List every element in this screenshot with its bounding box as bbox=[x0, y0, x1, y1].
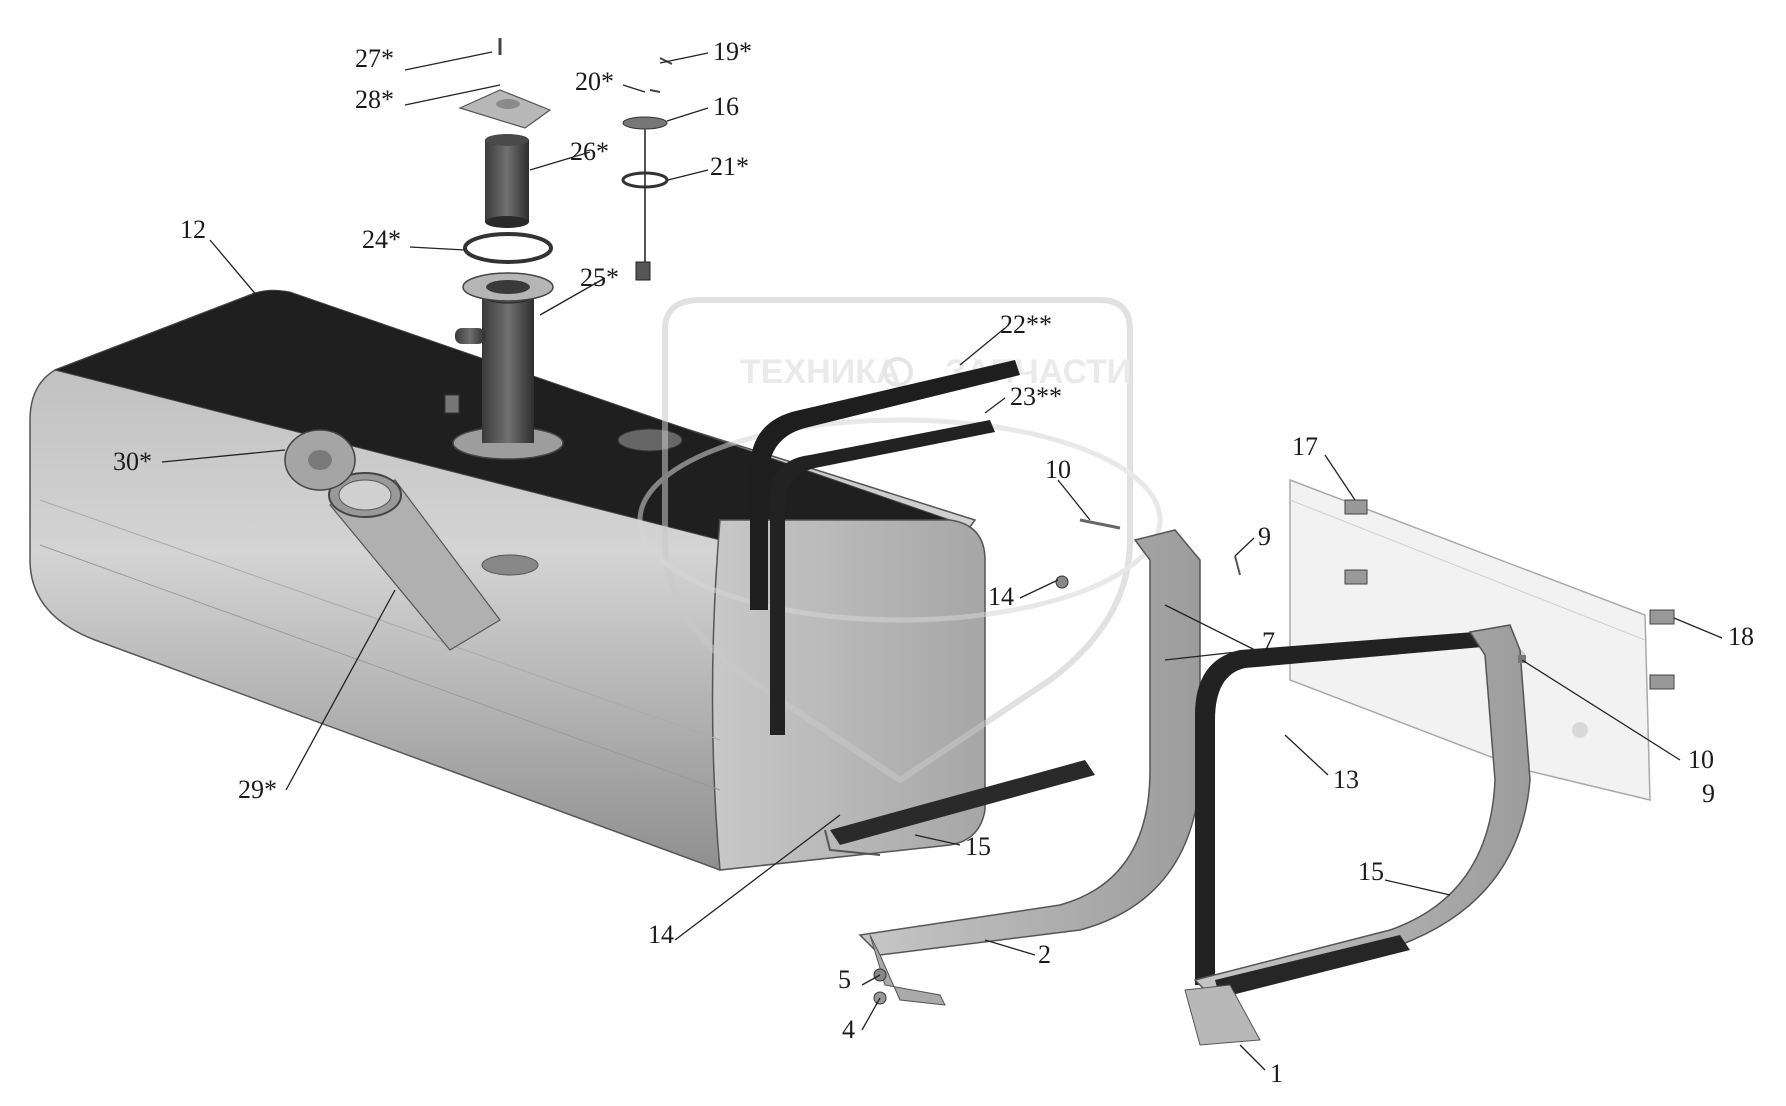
callout-21: 21* bbox=[710, 152, 749, 181]
callout-15-rear: 15 bbox=[1358, 857, 1384, 886]
callout-27: 27* bbox=[355, 44, 394, 73]
callout-10-upper: 10 bbox=[1045, 455, 1071, 484]
callout-4: 4 bbox=[842, 1015, 855, 1044]
callout-1: 1 bbox=[1270, 1059, 1283, 1088]
callout-13: 13 bbox=[1333, 765, 1359, 794]
callout-24: 24* bbox=[362, 225, 401, 254]
filler-tube-29 bbox=[328, 472, 501, 651]
filler-cap-30 bbox=[284, 429, 356, 491]
cover-28 bbox=[458, 89, 552, 129]
callout-28: 28* bbox=[355, 85, 394, 114]
level-sensor-16 bbox=[621, 57, 673, 281]
callout-17: 17 bbox=[1292, 432, 1318, 461]
filler-neck-25 bbox=[452, 272, 564, 460]
callout-14-upper: 14 bbox=[988, 582, 1014, 611]
callout-5: 5 bbox=[838, 965, 851, 994]
callout-23: 23** bbox=[1010, 382, 1062, 411]
callout-10-lower: 10 bbox=[1688, 745, 1714, 774]
callout-16: 16 bbox=[713, 92, 739, 121]
callout-25: 25* bbox=[580, 263, 619, 292]
callout-20: 20* bbox=[575, 67, 614, 96]
callout-18: 18 bbox=[1728, 622, 1754, 651]
callout-15-front: 15 bbox=[965, 832, 991, 861]
callout-12: 12 bbox=[180, 215, 206, 244]
watermark: ТЕХНИКА ЗАПЧАСТИ bbox=[637, 297, 1163, 784]
callout-9-lower: 9 bbox=[1702, 779, 1715, 808]
callout-labels: 27* 28* 19* 20* 16 26* 21* 12 24* 25* 22… bbox=[113, 37, 1754, 1088]
callout-7: 7 bbox=[1262, 627, 1275, 656]
callout-26: 26* bbox=[570, 137, 609, 166]
callout-22: 22** bbox=[1000, 310, 1052, 339]
callout-19: 19* bbox=[713, 37, 752, 66]
callout-2: 2 bbox=[1038, 940, 1051, 969]
small-parts bbox=[1055, 518, 1526, 663]
strap-15-front bbox=[824, 760, 1095, 856]
bracket-1 bbox=[1184, 624, 1531, 1046]
strap-22-23 bbox=[750, 360, 1020, 735]
callout-30: 30* bbox=[113, 447, 152, 476]
gasket-24 bbox=[463, 232, 553, 264]
callout-29: 29* bbox=[238, 775, 277, 804]
bolts-17-18 bbox=[1344, 499, 1675, 690]
leader-lines bbox=[161, 51, 1723, 1071]
filter-26 bbox=[485, 134, 529, 228]
callout-14-lower: 14 bbox=[648, 920, 674, 949]
callout-9-upper: 9 bbox=[1258, 522, 1271, 551]
watermark-gear-icon bbox=[883, 357, 913, 387]
watermark-text-left: ТЕХНИКА bbox=[740, 353, 900, 391]
